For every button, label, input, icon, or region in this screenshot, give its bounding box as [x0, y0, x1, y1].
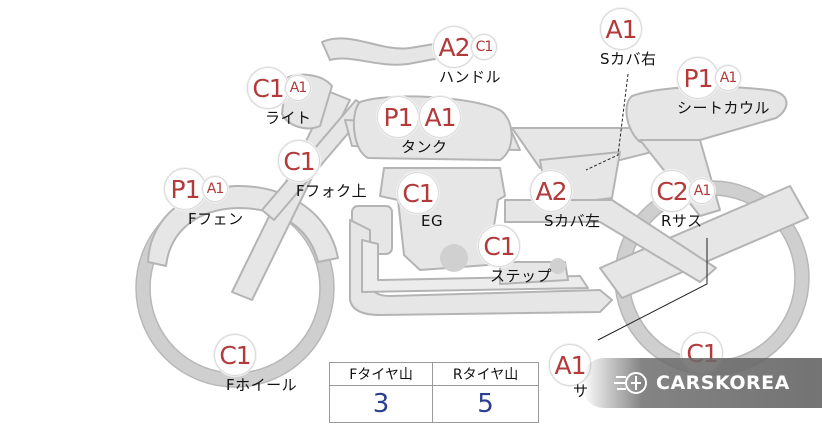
- badge: A1: [600, 8, 642, 50]
- part-label: ライト: [265, 109, 312, 127]
- part-s-cover-right[interactable]: A1 Sカバ右: [600, 8, 657, 69]
- tire-tread-table: Fタイヤ山 Rタイヤ山 3 5: [328, 362, 539, 423]
- part-step[interactable]: C1 ステップ: [478, 225, 552, 286]
- rear-tread-header: Rタイヤ山: [432, 362, 539, 386]
- part-tank[interactable]: P1 A1 タンク: [377, 96, 461, 157]
- badge: C1: [214, 334, 256, 376]
- badge: A1: [285, 75, 311, 101]
- part-label: Fホイール: [226, 376, 298, 394]
- brand-watermark: CARSKOREA: [582, 358, 822, 408]
- part-r-sus[interactable]: C2 A1 Rサス: [651, 170, 715, 231]
- carskorea-logo-icon: [614, 372, 647, 394]
- part-fork-upper[interactable]: C1 Fフォク上: [278, 140, 367, 201]
- badge: C1: [247, 67, 289, 109]
- part-label: Sカバ右: [600, 50, 657, 68]
- badge: A1: [419, 96, 461, 138]
- part-light[interactable]: C1 A1 ライト: [247, 67, 312, 128]
- badge: A2: [433, 26, 475, 68]
- badge: C1: [478, 225, 520, 267]
- part-s-cover-left[interactable]: A2 Sカバ左: [530, 170, 601, 231]
- leader-line-s-cover-right: [585, 73, 629, 171]
- badge: A1: [689, 178, 715, 204]
- part-label: Sカバ左: [544, 212, 601, 230]
- part-f-wheel[interactable]: C1 Fホイール: [214, 334, 297, 395]
- part-label: シートカウル: [677, 99, 771, 117]
- part-label: Rサス: [661, 212, 703, 230]
- badge: C1: [278, 140, 320, 182]
- part-label: ステップ: [490, 267, 553, 285]
- badge: P1: [677, 57, 719, 99]
- badge: C1: [471, 34, 497, 60]
- part-label: ハンドル: [439, 68, 502, 86]
- leader-line-r-sus: [597, 238, 708, 341]
- part-handle[interactable]: A2 C1 ハンドル: [433, 26, 501, 87]
- badge: C1: [397, 172, 439, 214]
- part-eg[interactable]: C1 EG: [397, 172, 443, 230]
- part-seat-cowl[interactable]: P1 A1 シートカウル: [677, 57, 770, 118]
- muffler-shape: [599, 185, 809, 299]
- side-cover-shape: [511, 127, 661, 169]
- badge: A1: [715, 65, 741, 91]
- brand-name: CARSKOREA: [656, 372, 790, 394]
- badge: A1: [202, 176, 228, 202]
- part-label: タンク: [401, 138, 448, 156]
- part-label: EG: [421, 212, 444, 230]
- front-tread-header: Fタイヤ山: [328, 362, 434, 386]
- part-label: Fフォク上: [296, 182, 368, 200]
- part-f-fender[interactable]: P1 A1 Fフェン: [164, 168, 244, 229]
- badge: C2: [651, 170, 693, 212]
- front-tread-value: 3: [328, 385, 434, 423]
- badge: P1: [377, 96, 419, 138]
- rear-tread-value: 5: [432, 385, 539, 423]
- part-label: Fフェン: [188, 210, 244, 228]
- badge: P1: [164, 168, 206, 210]
- badge: A2: [530, 170, 572, 212]
